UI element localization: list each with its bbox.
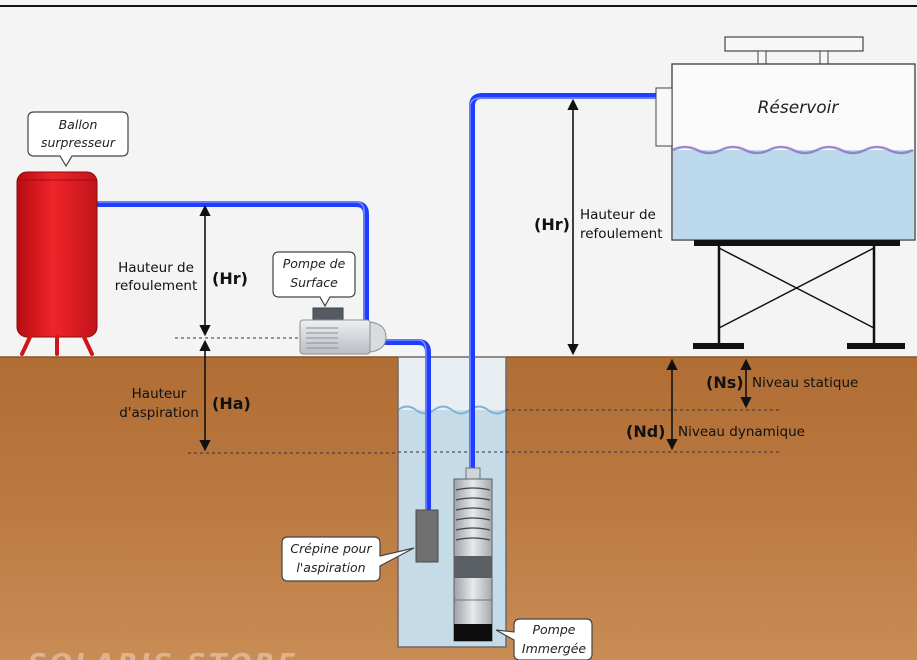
ns-code: (Ns) (706, 373, 744, 392)
callout-ballon: Ballon surpresseur (27, 111, 129, 168)
watermark: SOLARIS STORE (28, 649, 298, 660)
callout-ballon-line2: surpresseur (41, 135, 116, 150)
callout-ballon-line1: Ballon (59, 117, 98, 132)
callout-pompe-immergee-line2: Immergée (522, 641, 586, 656)
pressure-tank (16, 171, 98, 356)
callout-pompe-surface: Pompe de Surface (272, 251, 356, 308)
reservoir-label: Réservoir (758, 98, 840, 118)
callout-pompe-immergee: Pompe Immergée (495, 618, 593, 660)
callout-pompe-immergee-line1: Pompe (533, 622, 576, 637)
dimension-arrows (199, 98, 752, 452)
ha-line1: Hauteur (132, 386, 187, 402)
left-hr-code: (Hr) (212, 269, 248, 288)
right-hr-line2: refoulement (580, 226, 663, 242)
strainer (415, 509, 439, 563)
reservoir-stand (693, 240, 905, 349)
nd-code: (Nd) (626, 422, 665, 441)
ground (0, 356, 917, 660)
callout-crepine: Crépine pour l'aspiration (281, 536, 415, 582)
right-hr-line1: Hauteur de (580, 207, 656, 223)
tank-legs (20, 335, 94, 356)
submersible-pump (453, 467, 493, 642)
ha-line2: d'aspiration (119, 405, 199, 421)
ha-code: (Ha) (212, 394, 251, 413)
callout-crepine-line2: l'aspiration (296, 560, 365, 575)
nd-label: Niveau dynamique (678, 424, 805, 440)
ns-label: Niveau statique (752, 375, 858, 391)
callout-pompe-surface-line2: Surface (290, 275, 338, 290)
reservoir-tank (655, 36, 916, 241)
callout-crepine-line1: Crépine pour (290, 541, 372, 556)
callout-pompe-surface-line1: Pompe de (283, 256, 346, 271)
left-hr-line2: refoulement (115, 278, 198, 294)
surface-pump (299, 307, 387, 355)
level-lines (175, 337, 780, 454)
right-hr-code: (Hr) (534, 215, 570, 234)
left-hr-line1: Hauteur de (118, 260, 194, 276)
